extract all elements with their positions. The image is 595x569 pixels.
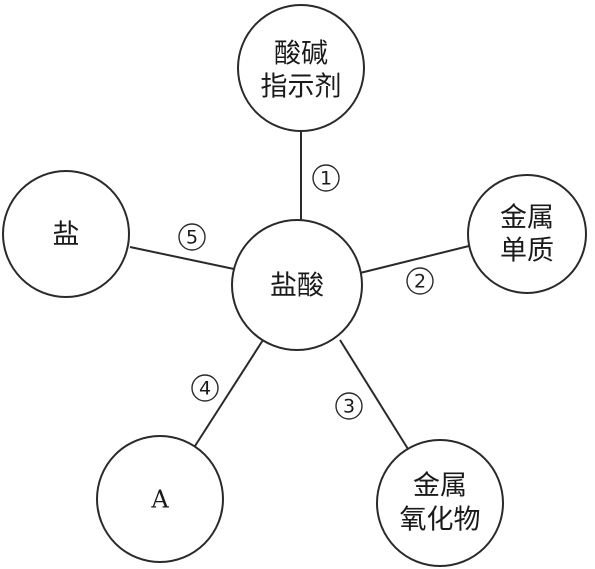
edge-label-4: 4: [191, 374, 219, 402]
edge-left: [129, 246, 235, 270]
edge-label-4-text: 4: [199, 378, 211, 400]
edge-label-2-text: 2: [414, 271, 426, 293]
node-left: 盐: [2, 170, 130, 298]
edge-bottom-left: [194, 339, 264, 447]
node-bottom-right-line-1: 金属: [413, 471, 467, 502]
node-center: 盐酸: [231, 219, 363, 351]
node-left-label: 盐: [53, 220, 80, 251]
node-bottom-right-line-2: 氧化物: [400, 505, 481, 536]
node-right-line-2: 单质: [500, 236, 554, 267]
edge-label-1-text: 1: [320, 168, 332, 190]
edge-label-5: 5: [178, 223, 206, 251]
edge-label-5-text: 5: [186, 227, 198, 249]
node-top: 酸碱 指示剂: [237, 4, 365, 132]
edge-label-1: 1: [312, 164, 340, 192]
edge-bottom-right: [339, 339, 409, 450]
node-right: 金属 单质: [467, 174, 587, 294]
node-top-line-2: 指示剂: [261, 72, 342, 103]
edge-label-3: 3: [335, 392, 363, 420]
node-top-line-1: 酸碱: [274, 39, 328, 70]
node-bottom-left: A: [96, 435, 224, 563]
edge-right: [359, 245, 470, 274]
node-right-line-1: 金属: [500, 203, 554, 234]
node-center-label: 盐酸: [270, 271, 324, 302]
edge-label-2: 2: [406, 267, 434, 295]
node-bottom-left-label: A: [150, 486, 169, 514]
node-bottom-right: 金属 氧化物: [376, 439, 504, 567]
edge-label-3-text: 3: [343, 396, 355, 418]
